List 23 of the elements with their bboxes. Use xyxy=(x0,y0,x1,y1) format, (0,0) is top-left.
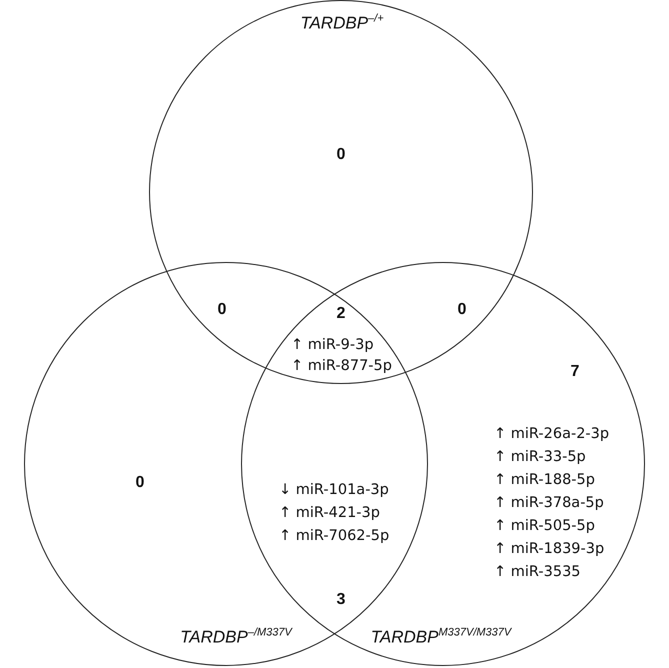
mirna-label: ↑ miR-9-3p xyxy=(291,337,374,353)
mirna-label: ↑ miR-33-5p xyxy=(494,449,586,465)
count-label: 7 xyxy=(570,363,580,381)
mirna-label: ↑ miR-877-5p xyxy=(291,358,392,374)
count-label: 3 xyxy=(336,591,346,609)
mirna-label: ↑ miR-3535 xyxy=(494,564,581,580)
count-label: 0 xyxy=(336,146,346,164)
mirna-label: ↑ miR-26a-2-3p xyxy=(494,426,610,442)
count-label: 0 xyxy=(218,301,226,319)
mirna-label: ↑ miR-421-3p xyxy=(279,505,380,521)
set-title: TARDBP$^{M337V/M337V}$ xyxy=(370,626,512,648)
count-label: 0 xyxy=(458,301,466,319)
set-title: TARDBP$^{–/+}$ xyxy=(300,12,384,34)
mirna-label: ↑ miR-378a-5p xyxy=(494,495,604,511)
mirna-label: ↓ miR-101a-3p xyxy=(279,482,389,498)
set-circle xyxy=(149,0,533,384)
count-label: 0 xyxy=(136,474,144,492)
mirna-label: ↑ miR-188-5p xyxy=(494,472,595,488)
mirna-label: ↑ miR-7062-5p xyxy=(279,528,390,544)
mirna-label: ↑ miR-505-5p xyxy=(494,518,595,534)
count-label: 2 xyxy=(336,305,346,323)
set-title: TARDBP$^{–/M337V}$ xyxy=(180,626,292,648)
mirna-label: ↑ miR-1839-3p xyxy=(494,541,604,557)
